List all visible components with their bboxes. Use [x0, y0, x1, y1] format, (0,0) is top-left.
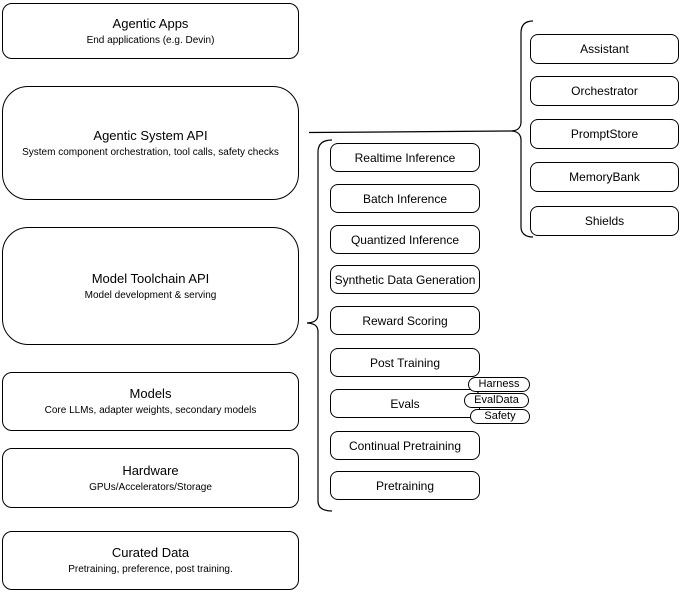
- toolchain-item-label: Synthetic Data Generation: [334, 272, 476, 287]
- system-component-label: PromptStore: [570, 127, 639, 141]
- system-component-label: Orchestrator: [571, 84, 638, 98]
- system-component-label: MemoryBank: [569, 170, 640, 184]
- node-subtitle: GPUs/Accelerators/Storage: [89, 481, 212, 493]
- node-title: Models: [129, 386, 172, 401]
- eval-tag-label: Safety: [484, 410, 516, 422]
- toolchain-item-label: Quantized Inference: [350, 232, 460, 247]
- toolchain-item-label: Evals: [390, 396, 420, 411]
- toolchain-item-label: Batch Inference: [362, 191, 448, 206]
- node-subtitle: Pretraining, preference, post training.: [68, 564, 233, 575]
- toolchain-item-post-training: Post Training: [330, 348, 480, 377]
- toolchain-item-label: Continual Pretraining: [348, 438, 462, 453]
- toolchain-item-label: Pretraining: [375, 478, 435, 493]
- toolchain-item-label: Reward Scoring: [362, 313, 448, 328]
- system-component-shields: Shields: [530, 206, 679, 236]
- toolchain-item-pretraining: Pretraining: [330, 471, 480, 500]
- node-title: Agentic System API: [93, 127, 208, 143]
- node-model-toolchain-api: Model Toolchain API Model development & …: [2, 227, 299, 345]
- node-subtitle: System component orchestration, tool cal…: [22, 146, 279, 158]
- eval-tag-label: Harness: [478, 378, 520, 390]
- node-agentic-system-api: Agentic System API System component orch…: [2, 86, 299, 200]
- eval-tag-safety: Safety: [470, 409, 530, 424]
- eval-tag-harness: Harness: [468, 377, 530, 392]
- toolchain-item-synthetic-data-generation: Synthetic Data Generation: [330, 265, 480, 294]
- node-subtitle: End applications (e.g. Devin): [86, 34, 215, 46]
- system-component-label: Assistant: [580, 42, 629, 56]
- toolchain-item-evals: Evals: [330, 389, 480, 418]
- toolchain-group-brace: [306, 139, 333, 512]
- system-component-assistant: Assistant: [530, 34, 679, 64]
- eval-tag-label: EvalData: [474, 394, 519, 406]
- node-title: Hardware: [122, 462, 179, 478]
- node-models: Models Core LLMs, adapter weights, secon…: [2, 372, 299, 431]
- system-component-memorybank: MemoryBank: [530, 162, 679, 192]
- system-component-promptstore: PromptStore: [530, 119, 679, 149]
- eval-tag-evaldata: EvalData: [464, 393, 529, 408]
- toolchain-item-realtime-inference: Realtime Inference: [330, 143, 480, 172]
- toolchain-item-label: Realtime Inference: [354, 150, 456, 165]
- toolchain-item-reward-scoring: Reward Scoring: [330, 306, 480, 335]
- toolchain-item-batch-inference: Batch Inference: [330, 184, 480, 213]
- agentic-system-to-components-connector: [308, 130, 514, 134]
- node-title: Agentic Apps: [112, 15, 189, 31]
- toolchain-item-continual-pretraining: Continual Pretraining: [330, 431, 480, 460]
- toolchain-item-label: Post Training: [369, 355, 441, 370]
- node-title: Model Toolchain API: [91, 270, 210, 286]
- node-subtitle: Core LLMs, adapter weights, secondary mo…: [44, 405, 257, 416]
- node-subtitle: Model development & serving: [84, 289, 217, 301]
- toolchain-item-quantized-inference: Quantized Inference: [330, 225, 480, 254]
- node-curated-data: Curated Data Pretraining, preference, po…: [2, 531, 299, 590]
- node-title: Curated Data: [111, 545, 190, 560]
- node-hardware: Hardware GPUs/Accelerators/Storage: [2, 448, 299, 508]
- system-component-orchestrator: Orchestrator: [530, 76, 679, 106]
- system-component-label: Shields: [584, 214, 625, 228]
- node-agentic-apps: Agentic Apps End applications (e.g. Devi…: [2, 3, 299, 59]
